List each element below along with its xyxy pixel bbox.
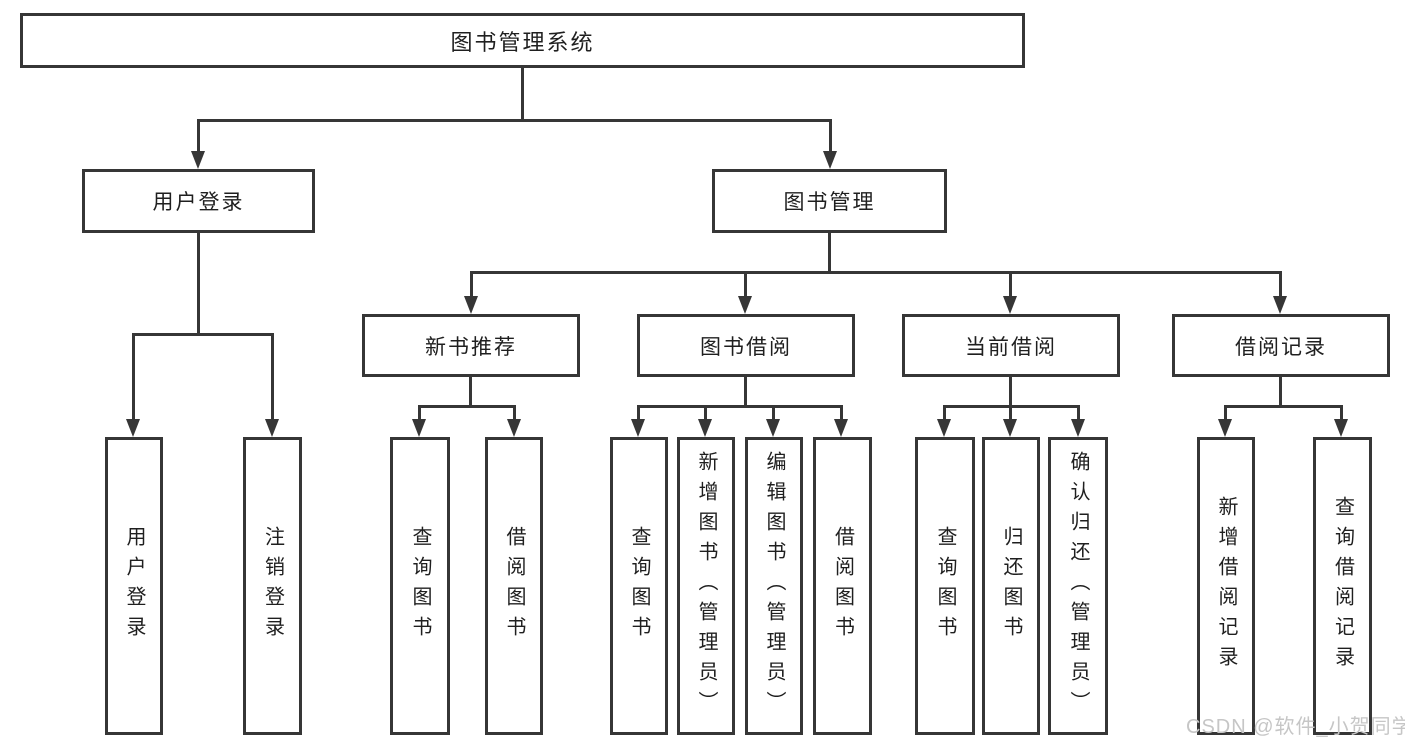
arrow-down-icon [1218,419,1232,437]
connector-line [197,119,200,153]
node-user-login: 用户登录 [82,169,315,233]
leaf-add-book-admin: 新增图书（管理员） [677,437,735,735]
connector-line [521,67,524,121]
connector-line [1009,377,1012,408]
arrow-down-icon [1003,296,1017,314]
connector-line [469,377,472,408]
connector-line [132,333,135,419]
leaf-add-borrow-record: 新增借阅记录 [1197,437,1255,735]
leaf-borrow-book-1-label: 借阅图书 [503,526,525,646]
connector-line [1340,405,1343,421]
node-book-management: 图书管理 [712,169,947,233]
arrow-down-icon [1273,296,1287,314]
arrow-down-icon [464,296,478,314]
arrow-down-icon [698,419,712,437]
connector-line [943,405,946,421]
connector-line [840,405,843,421]
leaf-query-borrow-record: 查询借阅记录 [1313,437,1372,735]
connector-line [1009,271,1012,298]
connector-line [470,271,1282,274]
node-book-borrow: 图书借阅 [637,314,855,377]
connector-line [470,271,473,298]
connector-line [772,405,775,421]
leaf-query-book-2: 查询图书 [610,437,668,735]
connector-line [637,405,640,421]
node-borrow-records: 借阅记录 [1172,314,1390,377]
node-current-borrow: 当前借阅 [902,314,1120,377]
connector-line [828,233,831,274]
leaf-query-borrow-record-label: 查询借阅记录 [1331,496,1354,676]
arrow-down-icon [1003,419,1017,437]
arrow-down-icon [823,151,837,169]
leaf-query-book-3-label: 查询图书 [934,526,956,646]
connector-line [637,405,843,408]
leaf-query-book-1: 查询图书 [390,437,450,735]
connector-line [1077,405,1080,421]
csdn-watermark: CSDN @软件_小贺同学 [1186,716,1405,738]
connector-line [1224,405,1343,408]
arrow-down-icon [834,419,848,437]
arrow-down-icon [1334,419,1348,437]
node-book-borrow-label: 图书借阅 [700,335,792,359]
node-book-management-label: 图书管理 [783,191,876,214]
connector-line [418,405,516,408]
leaf-logout: 注销登录 [243,437,302,735]
leaf-borrow-book-1: 借阅图书 [485,437,543,735]
leaf-logout-label: 注销登录 [261,526,284,646]
arrow-down-icon [126,419,140,437]
arrow-down-icon [191,151,205,169]
arrow-down-icon [507,419,521,437]
leaf-query-book-3: 查询图书 [915,437,975,735]
arrow-down-icon [766,419,780,437]
node-user-login-label: 用户登录 [152,191,245,214]
node-current-borrow-label: 当前借阅 [965,335,1057,359]
leaf-edit-book-admin-label: 编辑图书（管理员） [763,451,785,721]
leaf-user-login-label: 用户登录 [123,526,145,646]
node-borrow-records-label: 借阅记录 [1235,335,1327,359]
leaf-add-borrow-record-label: 新增借阅记录 [1215,496,1237,676]
connector-line [513,405,516,421]
connector-line [197,233,200,336]
leaf-user-login: 用户登录 [105,437,163,735]
arrow-down-icon [412,419,426,437]
connector-line [197,119,832,122]
connector-line [1224,405,1227,421]
connector-line [1009,405,1012,421]
connector-line [1279,377,1282,408]
leaf-query-book-2-label: 查询图书 [628,526,650,646]
connector-line [418,405,421,421]
arrow-down-icon [1071,419,1085,437]
arrow-down-icon [265,419,279,437]
leaf-edit-book-admin: 编辑图书（管理员） [745,437,803,735]
leaf-add-book-admin-label: 新增图书（管理员） [695,451,717,721]
leaf-borrow-book-2-label: 借阅图书 [831,526,854,646]
node-new-book-recommend-label: 新书推荐 [425,335,517,359]
node-root: 图书管理系统 [20,13,1025,68]
arrow-down-icon [738,296,752,314]
connector-line [744,377,747,408]
leaf-return-book: 归还图书 [982,437,1040,735]
connector-line [132,333,274,336]
connector-line [744,271,747,298]
leaf-confirm-return-admin-label: 确认归还（管理员） [1067,451,1089,721]
connector-line [1279,271,1282,298]
connector-line [829,119,832,153]
leaf-confirm-return-admin: 确认归还（管理员） [1048,437,1108,735]
leaf-return-book-label: 归还图书 [1000,526,1022,646]
arrow-down-icon [937,419,951,437]
arrow-down-icon [631,419,645,437]
leaf-query-book-1-label: 查询图书 [409,526,431,646]
leaf-borrow-book-2: 借阅图书 [813,437,872,735]
node-new-book-recommend: 新书推荐 [362,314,580,377]
connector-line [271,333,274,419]
connector-line [704,405,707,421]
node-root-label: 图书管理系统 [450,29,595,55]
